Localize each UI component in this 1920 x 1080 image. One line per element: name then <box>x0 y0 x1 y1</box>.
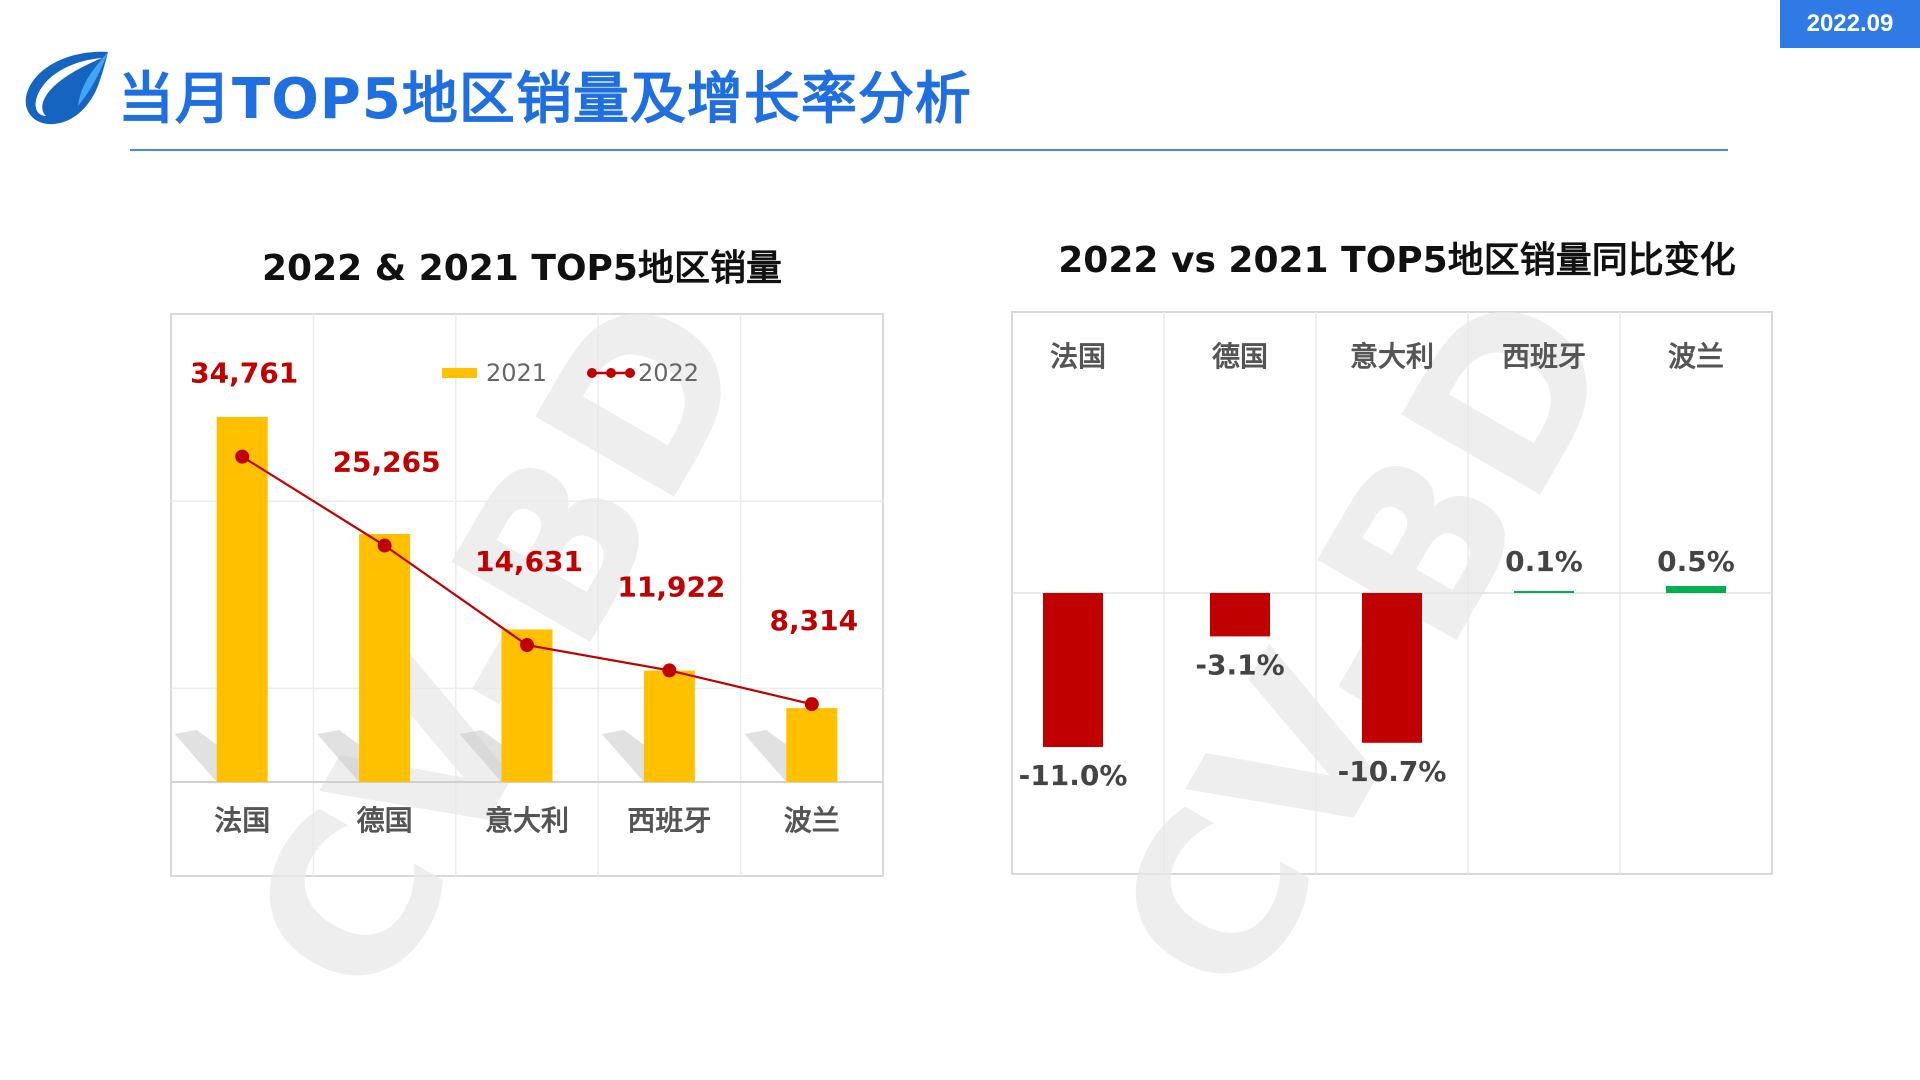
bar-2021 <box>786 708 838 782</box>
column-header: 波兰 <box>1668 340 1724 373</box>
bar-2021 <box>216 416 268 782</box>
data-label: 25,265 <box>333 446 441 479</box>
column-header: 法国 <box>1050 340 1106 373</box>
bar-negative <box>1210 593 1270 637</box>
x-tick-label: 波兰 <box>784 804 840 837</box>
x-tick-label: 德国 <box>357 804 413 837</box>
legend-label-2021: 2021 <box>486 359 547 387</box>
date-badge: 2022.09 <box>1780 0 1920 48</box>
legend-marker-2022 <box>625 368 635 378</box>
bar-negative <box>1043 593 1103 747</box>
bar-2021 <box>643 670 695 782</box>
legend-swatch-2021 <box>442 368 477 378</box>
data-label: 0.5% <box>1657 545 1735 578</box>
x-tick-label: 法国 <box>214 804 270 837</box>
title-divider <box>130 149 1728 151</box>
sales-comparison-chart: CV-BD34,76125,26514,63111,9228,314法国德国意大… <box>170 254 884 1038</box>
data-label: 0.1% <box>1505 545 1583 578</box>
data-label: 14,631 <box>475 545 583 578</box>
data-label: -3.1% <box>1195 648 1284 681</box>
bar-positive <box>1666 586 1726 593</box>
x-tick-label: 意大利 <box>485 804 569 837</box>
droplet-logo-icon <box>25 51 108 125</box>
column-header: 西班牙 <box>1502 340 1586 373</box>
column-header: 意大利 <box>1350 340 1434 373</box>
point-2022 <box>235 449 250 464</box>
point-2022 <box>804 697 819 712</box>
point-2022 <box>662 663 677 678</box>
bar-2021 <box>359 533 411 782</box>
page-title: 当月TOP5地区销量及增长率分析 <box>118 67 972 132</box>
data-label: 11,922 <box>617 570 725 603</box>
bar-negative <box>1362 593 1422 743</box>
left-chart-title: 2022 & 2021 TOP5地区销量 <box>262 248 782 289</box>
right-chart-title: 2022 vs 2021 TOP5地区销量同比变化 <box>1058 240 1736 281</box>
column-header: 德国 <box>1212 340 1268 373</box>
data-label: -10.7% <box>1338 755 1447 788</box>
yoy-change-chart: CV-BD法国德国意大利西班牙波兰-11.0%-3.1%-10.7%0.1%0.… <box>1011 252 1773 1036</box>
point-2022 <box>520 638 534 653</box>
legend-marker-2022 <box>606 368 616 378</box>
point-2022 <box>377 538 392 553</box>
x-tick-label: 西班牙 <box>627 804 711 837</box>
data-label: -11.0% <box>1019 759 1128 792</box>
data-label: 34,761 <box>190 357 298 390</box>
data-label: 8,314 <box>770 604 859 637</box>
bar-2021 <box>501 629 553 782</box>
bar-positive <box>1514 591 1574 593</box>
legend-label-2022: 2022 <box>638 359 699 387</box>
legend-marker-2022 <box>587 368 597 378</box>
